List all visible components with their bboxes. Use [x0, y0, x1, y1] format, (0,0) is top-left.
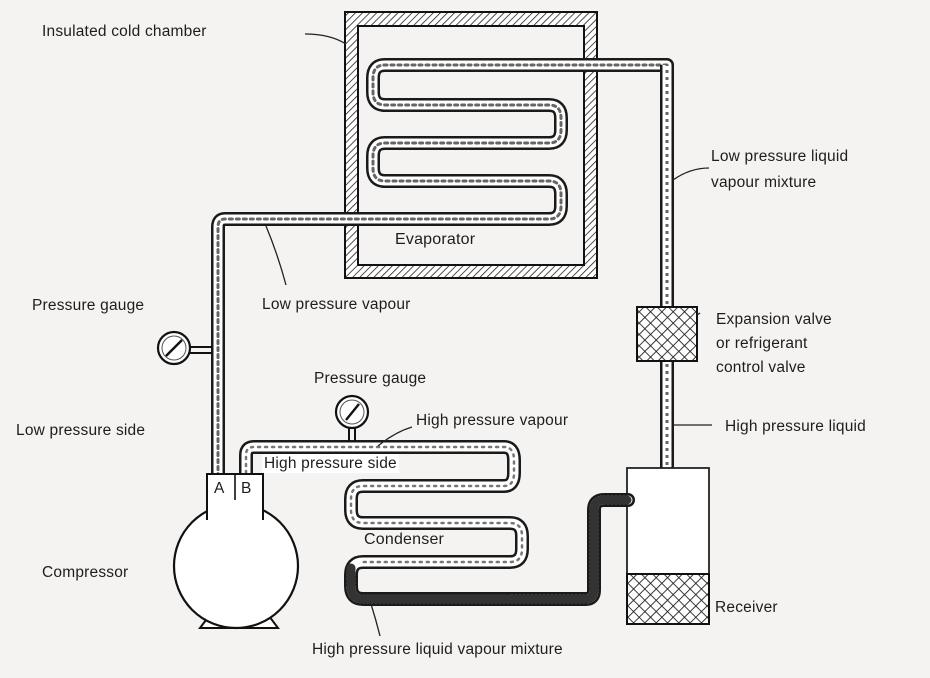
insulated-cold-chamber — [344, 11, 598, 279]
label-evaporator: Evaporator — [395, 231, 476, 248]
leader-lines — [265, 33, 712, 637]
label-insulated-cold-chamber: Insulated cold chamber — [42, 23, 207, 40]
label-high-pressure-liquid-vapour-mixture: High pressure liquid vapour mixture — [312, 641, 563, 658]
leader-expansion — [696, 312, 701, 316]
label-low-pressure-liquid-line1: Low pressure liquid — [711, 148, 849, 165]
pressure-gauge-left — [156, 330, 212, 366]
leader-hp-mixture — [370, 603, 381, 637]
label-receiver: Receiver — [715, 599, 778, 616]
label-pressure-gauge-left: Pressure gauge — [32, 297, 145, 314]
leader-high-vapour — [377, 426, 413, 447]
label-expansion-valve-line3: control valve — [716, 359, 806, 376]
label-low-pressure-liquid-line2: vapour mixture — [711, 174, 817, 191]
label-high-pressure-liquid: High pressure liquid — [725, 418, 866, 435]
label-low-pressure-vapour: Low pressure vapour — [262, 296, 411, 313]
label-compressor: Compressor — [42, 564, 129, 581]
label-condenser: Condenser — [364, 531, 445, 548]
condenser-coil — [239, 440, 635, 606]
evaporator-coil — [211, 58, 674, 487]
receiver-tank — [626, 467, 710, 625]
leader-low-liquid-vapour — [672, 167, 710, 181]
label-high-pressure-side: High pressure side — [262, 454, 399, 473]
label-pressure-gauge-center: Pressure gauge — [314, 370, 427, 387]
label-high-pressure-vapour: High pressure vapour — [416, 412, 569, 429]
leader-chamber — [304, 33, 347, 45]
label-port-b: B — [241, 480, 252, 497]
compressor — [172, 473, 300, 630]
leader-low-vapour — [265, 225, 287, 286]
pressure-gauge-center — [334, 394, 370, 442]
label-expansion-valve-line2: or refrigerant — [716, 335, 808, 352]
label-expansion-valve-line1: Expansion valve — [716, 311, 832, 328]
label-low-pressure-side: Low pressure side — [16, 422, 146, 439]
label-port-a: A — [214, 480, 225, 497]
expansion-valve — [636, 306, 698, 362]
